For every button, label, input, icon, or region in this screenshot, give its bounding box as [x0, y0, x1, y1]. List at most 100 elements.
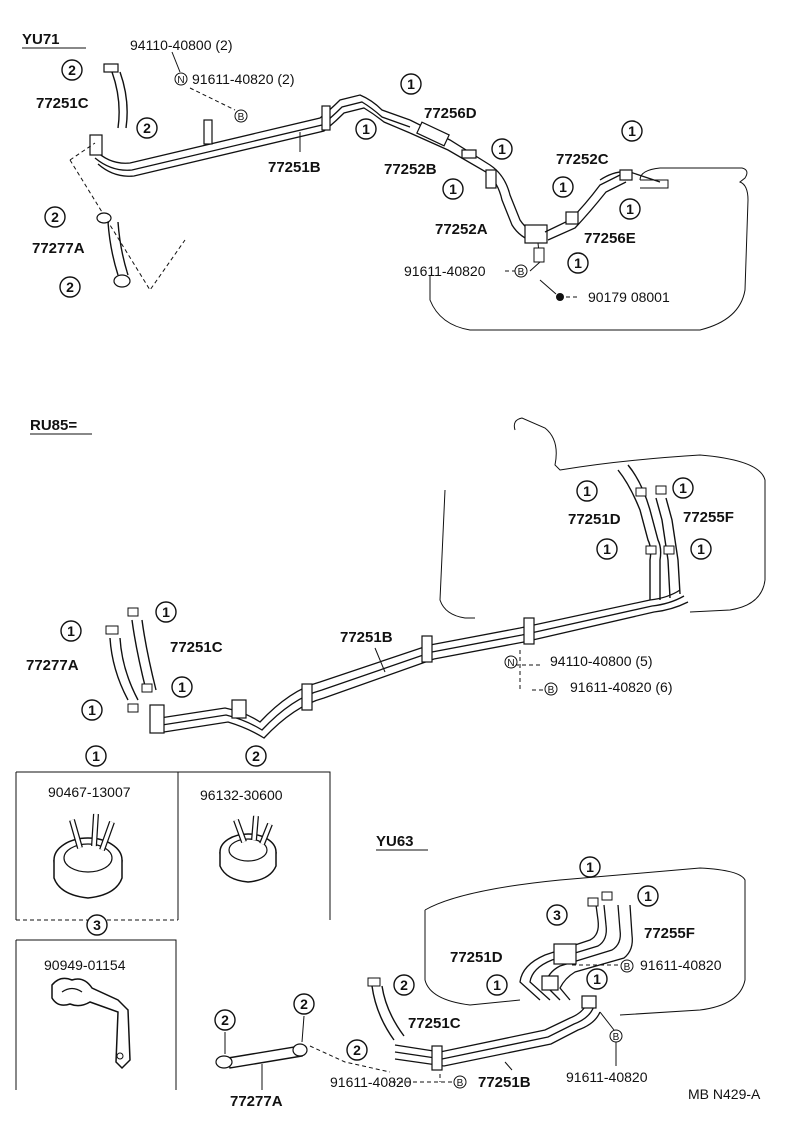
callout-clip-1: 1 — [60, 620, 82, 642]
hose-77277a — [227, 1045, 303, 1069]
section-title-ru85: RU85= — [30, 417, 77, 434]
svg-text:2: 2 — [300, 996, 308, 1012]
svg-text:1: 1 — [362, 121, 370, 137]
bracket-clamp — [321, 105, 331, 131]
callout-clip-1: 1 — [442, 178, 464, 200]
callout-clip-1: 1 — [621, 120, 643, 142]
section-yu63: YU63 — [214, 833, 746, 1110]
svg-text:N: N — [507, 658, 514, 669]
svg-text:B: B — [238, 112, 245, 123]
legend-callout-2: 2 — [245, 745, 267, 767]
marker-n: N — [504, 655, 518, 669]
svg-text:1: 1 — [593, 971, 601, 987]
section-title-yu63: YU63 — [376, 833, 414, 850]
clip-part-number: 90467-13007 — [48, 784, 131, 800]
part-label: 77252A — [435, 221, 488, 238]
part-label: 77251B — [268, 159, 321, 176]
clip-legend: 1 2 90467-13007 96132-30600 3 90949-0115… — [15, 745, 331, 1090]
svg-text:2: 2 — [221, 1012, 229, 1028]
bracket-clamp — [523, 617, 535, 645]
bracket-clamp — [203, 119, 213, 145]
hose-clip-2-illustration — [219, 815, 277, 883]
callout-clip-2: 2 — [393, 974, 415, 996]
hose-77277a — [107, 221, 119, 276]
diagram-code: MB N429-A — [688, 1086, 761, 1102]
callout-clip-1: 1 — [586, 968, 608, 990]
part-label: 94110-40800 (2) — [130, 37, 232, 53]
svg-text:B: B — [624, 962, 631, 973]
fuel-tank-outline-yu63 — [424, 867, 746, 1016]
svg-text:1: 1 — [178, 679, 186, 695]
part-label: 91611-40820 — [566, 1069, 648, 1085]
part-label: 94110-40800 (5) — [550, 653, 652, 669]
marker-b: B — [544, 682, 558, 696]
svg-text:1: 1 — [67, 623, 75, 639]
svg-text:1: 1 — [162, 604, 170, 620]
svg-text:B: B — [457, 1078, 464, 1089]
part-label: 77251D — [568, 511, 621, 528]
svg-text:1: 1 — [574, 255, 582, 271]
callout-clip-1: 1 — [486, 974, 508, 996]
svg-text:1: 1 — [583, 483, 591, 499]
svg-text:1: 1 — [498, 141, 506, 157]
svg-text:N: N — [177, 75, 184, 86]
callout-clip-1: 1 — [81, 699, 103, 721]
callout-clip-1: 1 — [672, 477, 694, 499]
svg-text:1: 1 — [679, 480, 687, 496]
callout-clip-2: 2 — [59, 276, 81, 298]
bracket-clamp — [301, 683, 313, 711]
svg-text:2: 2 — [252, 748, 260, 764]
hose-clip-1-illustration — [53, 813, 123, 899]
part-label: 77255F — [683, 509, 734, 526]
bracket-clamp — [89, 134, 103, 156]
part-label: 77252C — [556, 151, 609, 168]
callout-clip-1: 1 — [619, 198, 641, 220]
bracket-clamp — [421, 635, 433, 663]
part-label: 91611-40820 — [330, 1074, 412, 1090]
callout-clip-1: 1 — [579, 856, 601, 878]
svg-text:2: 2 — [51, 209, 59, 225]
fuel-tank-outline-yu71 — [429, 167, 749, 331]
svg-text:1: 1 — [88, 702, 96, 718]
section-ru85: RU85= — [26, 417, 766, 739]
svg-text:1: 1 — [407, 76, 415, 92]
part-label: 77256D — [424, 105, 477, 122]
svg-text:1: 1 — [586, 859, 594, 875]
svg-text:1: 1 — [449, 181, 457, 197]
part-label: 77255F — [644, 925, 695, 942]
svg-text:1: 1 — [493, 977, 501, 993]
callout-clip-1: 1 — [171, 676, 193, 698]
part-label: 77251C — [170, 639, 223, 656]
callout-clip-2: 2 — [136, 117, 158, 139]
callout-clip-2: 2 — [346, 1039, 368, 1061]
part-label: 77251C — [36, 95, 89, 112]
svg-text:B: B — [548, 685, 555, 696]
svg-text:1: 1 — [92, 748, 100, 764]
svg-text:1: 1 — [628, 123, 636, 139]
callout-clip-2: 2 — [61, 59, 83, 81]
hose-77251c — [111, 71, 120, 129]
callout-clip-1: 1 — [491, 138, 513, 160]
part-label: 77277A — [32, 240, 85, 257]
part-label: 90179 08001 — [588, 289, 670, 305]
bracket-clamp — [231, 699, 247, 719]
bracket-clamp — [149, 704, 165, 734]
callout-clip-1: 1 — [690, 538, 712, 560]
part-label: 77251C — [408, 1015, 461, 1032]
svg-text:1: 1 — [559, 179, 567, 195]
svg-text:1: 1 — [644, 888, 652, 904]
part-label: 77251B — [340, 629, 393, 646]
hose-77251c — [371, 985, 395, 1041]
callout-clip-1: 1 — [576, 480, 598, 502]
svg-text:2: 2 — [143, 120, 151, 136]
marker-b: B — [234, 109, 248, 123]
callout-clip-1: 1 — [552, 176, 574, 198]
pipe-bundle-77251b — [94, 94, 411, 177]
part-label: 91611-40820 (2) — [192, 71, 294, 87]
svg-text:B: B — [518, 267, 525, 278]
svg-text:1: 1 — [603, 541, 611, 557]
fuel-tank-outline-ru85 — [439, 417, 766, 619]
svg-text:2: 2 — [68, 62, 76, 78]
